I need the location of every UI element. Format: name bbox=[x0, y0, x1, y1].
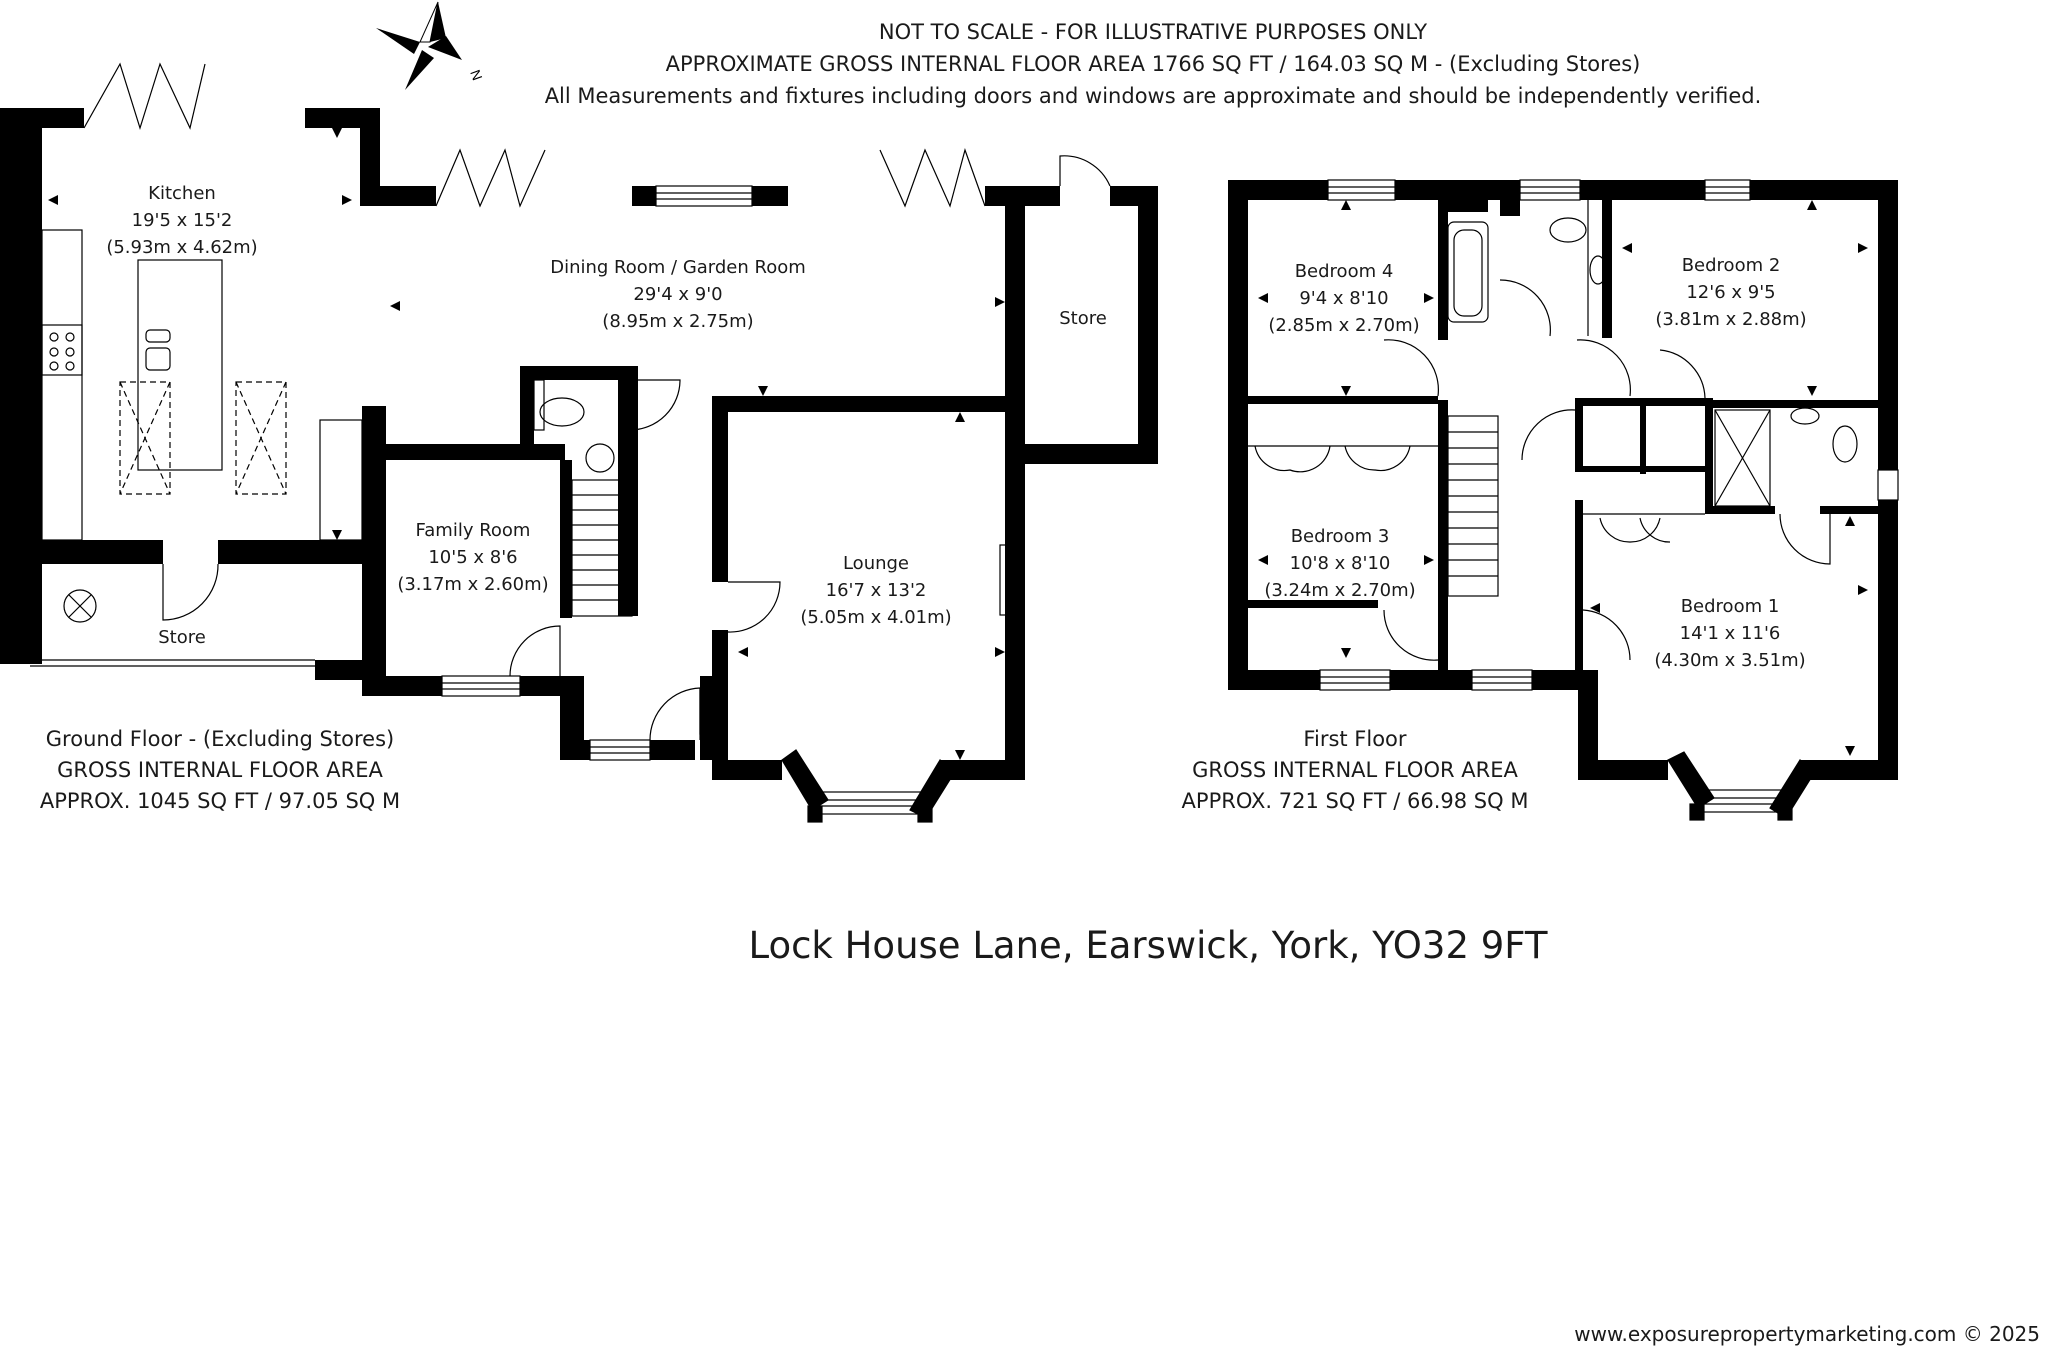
summary-area: APPROX. 721 SQ FT / 66.98 SQ M bbox=[1181, 789, 1529, 813]
first-floor-fixtures bbox=[1248, 179, 1899, 821]
room-name: Store bbox=[158, 627, 206, 648]
room-name: Kitchen bbox=[148, 183, 216, 204]
summary-title: Ground Floor - (Excluding Stores) bbox=[45, 727, 395, 751]
summary-area: APPROX. 1045 SQ FT / 97.05 SQ M bbox=[39, 789, 401, 813]
room-bedroom-4: Bedroom 4 9'4 x 8'10 (2.85m x 2.70m) bbox=[1268, 258, 1419, 339]
room-size-metric: (8.95m x 2.75m) bbox=[602, 311, 754, 332]
room-size-imperial: 10'5 x 8'6 bbox=[428, 547, 518, 568]
room-dining-garden: Dining Room / Garden Room 29'4 x 9'0 (8.… bbox=[550, 254, 806, 335]
room-size-metric: (5.93m x 4.62m) bbox=[106, 237, 258, 258]
property-address: Lock House Lane, Earswick, York, YO32 9F… bbox=[748, 924, 1548, 967]
room-size-imperial: 12'6 x 9'5 bbox=[1686, 282, 1776, 303]
room-bedroom-1: Bedroom 1 14'1 x 11'6 (4.30m x 3.51m) bbox=[1654, 593, 1805, 674]
measurement-arrows bbox=[48, 128, 1868, 760]
room-size-metric: (2.85m x 2.70m) bbox=[1268, 315, 1420, 336]
header-total-area: APPROXIMATE GROSS INTERNAL FLOOR AREA 17… bbox=[665, 52, 1641, 76]
footer-credit: www.exposurepropertymarketing.com © 2025 bbox=[1574, 1322, 2040, 1346]
header-measurement-note: All Measurements and fixtures including … bbox=[544, 84, 1762, 108]
compass-rose-icon: N bbox=[376, 1, 486, 90]
room-name: Lounge bbox=[842, 553, 910, 574]
room-size-metric: (5.05m x 4.01m) bbox=[800, 607, 952, 628]
compass-north-label: N bbox=[467, 68, 485, 83]
room-size-imperial: 16'7 x 13'2 bbox=[825, 580, 927, 601]
room-size-metric: (4.30m x 3.51m) bbox=[1654, 650, 1806, 671]
summary-title: First Floor bbox=[1303, 727, 1407, 751]
room-size-imperial: 29'4 x 9'0 bbox=[633, 284, 723, 305]
summary-label: GROSS INTERNAL FLOOR AREA bbox=[1192, 758, 1518, 782]
room-store-right: Store bbox=[1059, 305, 1107, 332]
room-name: Bedroom 3 bbox=[1290, 526, 1390, 547]
summary-label: GROSS INTERNAL FLOOR AREA bbox=[57, 758, 383, 782]
room-store-left: Store bbox=[158, 624, 206, 651]
room-size-imperial: 10'8 x 8'10 bbox=[1289, 553, 1391, 574]
room-name: Bedroom 2 bbox=[1681, 255, 1781, 276]
room-size-metric: (3.81m x 2.88m) bbox=[1655, 309, 1807, 330]
room-name: Store bbox=[1059, 308, 1107, 329]
room-bedroom-3: Bedroom 3 10'8 x 8'10 (3.24m x 2.70m) bbox=[1264, 523, 1415, 604]
room-size-metric: (3.17m x 2.60m) bbox=[397, 574, 549, 595]
room-kitchen: Kitchen 19'5 x 15'2 (5.93m x 4.62m) bbox=[106, 180, 257, 261]
room-size-imperial: 9'4 x 8'10 bbox=[1299, 288, 1389, 309]
first-floor-summary: First Floor GROSS INTERNAL FLOOR AREA AP… bbox=[1182, 724, 1529, 817]
room-name: Bedroom 4 bbox=[1294, 261, 1394, 282]
header-disclaimer: NOT TO SCALE - FOR ILLUSTRATIVE PURPOSES… bbox=[878, 20, 1428, 44]
ground-floor-plan bbox=[0, 108, 1158, 780]
room-lounge: Lounge 16'7 x 13'2 (5.05m x 4.01m) bbox=[800, 550, 951, 631]
room-size-metric: (3.24m x 2.70m) bbox=[1264, 580, 1416, 601]
room-name: Bedroom 1 bbox=[1680, 596, 1780, 617]
room-bedroom-2: Bedroom 2 12'6 x 9'5 (3.81m x 2.88m) bbox=[1655, 252, 1806, 333]
ground-floor-fixtures bbox=[30, 62, 1111, 823]
room-size-imperial: 19'5 x 15'2 bbox=[131, 210, 233, 231]
ground-floor-summary: Ground Floor - (Excluding Stores) GROSS … bbox=[40, 724, 400, 817]
room-name: Dining Room / Garden Room bbox=[550, 257, 806, 278]
room-size-imperial: 14'1 x 11'6 bbox=[1679, 623, 1781, 644]
first-floor-plan bbox=[1228, 180, 1898, 780]
room-family: Family Room 10'5 x 8'6 (3.17m x 2.60m) bbox=[397, 517, 548, 598]
room-name: Family Room bbox=[415, 520, 531, 541]
